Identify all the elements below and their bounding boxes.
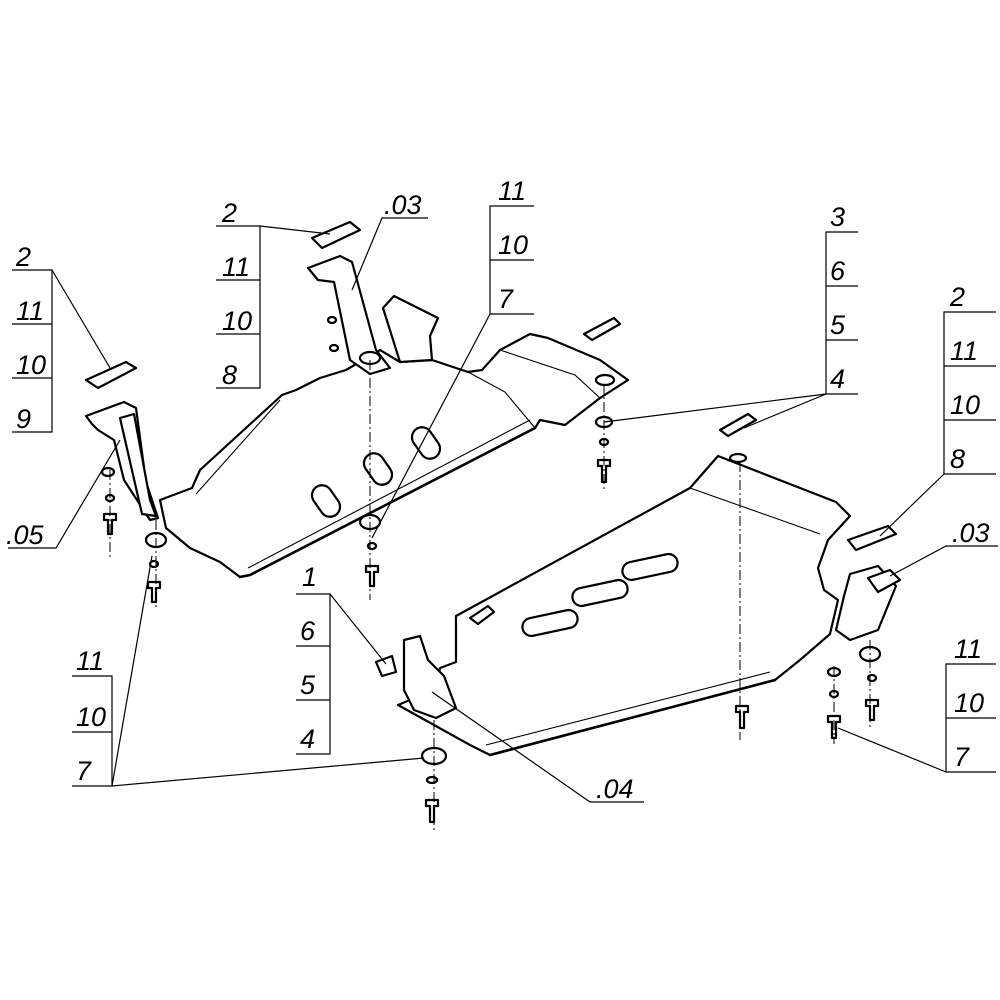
- callout-right-top-6: 6: [830, 256, 846, 286]
- callout-bottom-right-10: 10: [954, 688, 984, 718]
- callout-bottom-mid-6: 6: [300, 616, 316, 646]
- callout-top-8: 8: [222, 360, 237, 390]
- bracket-03-right: [834, 524, 902, 642]
- callout-right-10: 10: [950, 390, 980, 420]
- callout-left-11: 11: [16, 296, 44, 326]
- callout-top-10: 10: [222, 306, 252, 336]
- callout-right-top-4: 4: [830, 364, 845, 394]
- callout-right-11: 11: [950, 336, 978, 366]
- callout-bottom-left-11: 11: [76, 646, 104, 676]
- bracket-04: [374, 634, 458, 720]
- bracket-03-top: [306, 220, 392, 376]
- callout-left-2: 2: [15, 242, 31, 272]
- callout-right-8: 8: [950, 444, 965, 474]
- callout-left-10: 10: [16, 350, 46, 380]
- callout-bottom-right-11: 11: [954, 634, 982, 664]
- axis-lines: [109, 360, 871, 830]
- callout-right-03: .03: [952, 518, 990, 548]
- callout-bottom-mid-1: 1: [302, 562, 317, 592]
- callout-right-top-5: 5: [830, 310, 846, 340]
- callout-labels: 2 11 10 9 .05 2 11 10 8 .03 11 10 7 11 1…: [6, 176, 990, 804]
- callout-05: .05: [6, 520, 45, 550]
- bracket-05: [84, 360, 160, 522]
- callout-right-top-3: 3: [830, 202, 845, 232]
- callout-right-2: 2: [949, 282, 965, 312]
- callout-bottom-right-7: 7: [954, 742, 970, 772]
- callout-center-10: 10: [498, 230, 528, 260]
- callout-bottom-left-10: 10: [76, 702, 106, 732]
- fastener-stacks: [100, 315, 882, 824]
- right-skid-plate: [396, 452, 852, 757]
- callout-top-11: 11: [222, 252, 250, 282]
- callout-left-9: 9: [16, 404, 31, 434]
- spacer-parts: [582, 316, 758, 438]
- left-skid-plate: [158, 294, 630, 579]
- callout-leaders: [8, 205, 998, 803]
- callout-top-03: .03: [384, 190, 422, 220]
- callout-center-11: 11: [498, 176, 526, 206]
- callout-bottom-left-7: 7: [76, 756, 92, 786]
- callout-bottom-mid-5: 5: [300, 670, 316, 700]
- callout-bottom-mid-4: 4: [300, 724, 315, 754]
- callout-04: .04: [596, 774, 634, 804]
- callout-top-2: 2: [221, 198, 237, 228]
- callout-center-7: 7: [498, 284, 514, 314]
